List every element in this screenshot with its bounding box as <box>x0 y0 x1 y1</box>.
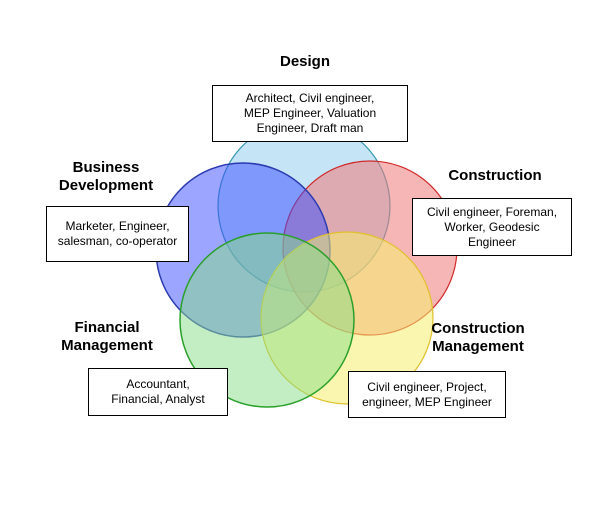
financial-management-heading: Financial Management <box>52 319 162 355</box>
construction-heading: Construction <box>434 167 556 185</box>
construction-management-title-line: Management <box>432 338 524 355</box>
construction-roles-box: Civil engineer, Foreman, Worker, Geodesi… <box>412 198 572 256</box>
design-title: Design <box>279 53 330 70</box>
design-role-line: Architect, Civil engineer, <box>245 91 375 105</box>
financial-management-role-line: Financial, Analyst <box>111 392 205 406</box>
business-development-title-line: Business <box>72 159 140 176</box>
business-development-heading: Business Development <box>50 159 162 195</box>
financial-management-role-line: Accountant, <box>126 377 190 391</box>
construction-role-line: Engineer <box>467 234 517 249</box>
construction-role-line: Worker, Geodesic <box>444 219 540 234</box>
business-development-roles-box: Marketer, Engineer, salesman, co-operato… <box>46 206 189 262</box>
business-development-role-line: Marketer, Engineer, <box>65 219 170 233</box>
financial-management-title-line: Financial <box>74 319 140 336</box>
business-development-role-line: salesman, co-operator <box>57 234 178 248</box>
business-development-title-line: Development <box>58 177 154 194</box>
financial-management-circle <box>179 232 355 408</box>
financial-management-title-line: Management <box>61 337 153 354</box>
design-role-line: MEP Engineer, Valuation <box>243 106 377 120</box>
design-heading: Design <box>252 53 358 71</box>
construction-management-role-line: Civil engineer, Project, <box>367 379 487 394</box>
design-roles-box: Architect, Civil engineer, MEP Engineer,… <box>212 85 408 142</box>
design-role-line: Engineer, Draft man <box>256 121 364 135</box>
construction-title: Construction <box>448 167 542 184</box>
construction-management-heading: Construction Management <box>420 320 536 356</box>
construction-role-line: Civil engineer, Foreman, <box>426 204 558 219</box>
financial-management-roles-box: Accountant, Financial, Analyst <box>88 368 228 416</box>
construction-management-title-line: Construction <box>431 320 525 337</box>
construction-management-roles-box: Civil engineer, Project, engineer, MEP E… <box>348 371 506 418</box>
construction-management-role-line: engineer, MEP Engineer <box>362 394 492 409</box>
